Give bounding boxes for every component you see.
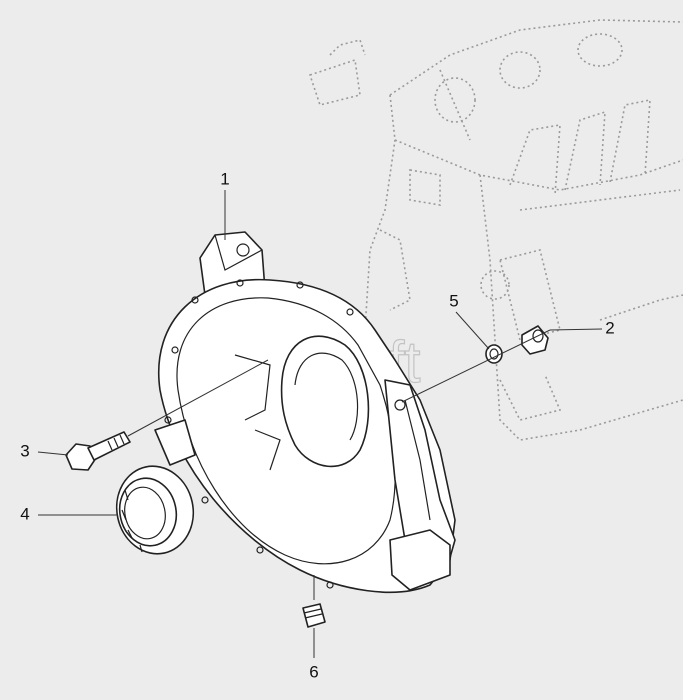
- callout-2: 2: [605, 318, 614, 337]
- leader-lines: [37, 190, 603, 658]
- flange-bolt-icon: [65, 431, 131, 471]
- engine-block-ghost-outline: [308, 19, 683, 441]
- o-ring-icon: [485, 344, 503, 364]
- callout-4: 4: [20, 504, 29, 523]
- flywheel-housing-icon: [154, 231, 456, 594]
- plug-icon: [521, 325, 549, 355]
- callout-6: 6: [309, 662, 318, 681]
- callout-3: 3: [20, 441, 29, 460]
- oil-seal-icon: [115, 465, 195, 555]
- callout-1: 1: [220, 169, 229, 188]
- dowel-pin-icon: [302, 603, 326, 628]
- callout-5: 5: [449, 291, 458, 310]
